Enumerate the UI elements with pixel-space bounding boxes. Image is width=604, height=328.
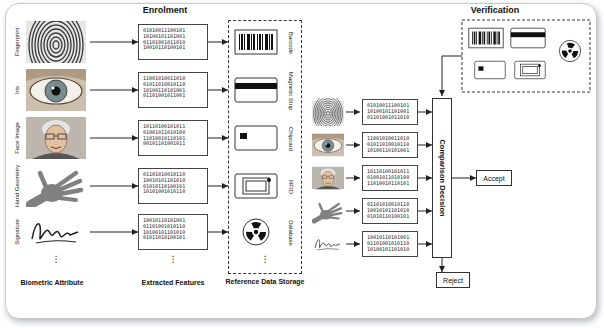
flow-arrow	[418, 178, 432, 179]
flow-arrow	[418, 145, 432, 146]
attribute-label: Iris	[14, 86, 20, 94]
feature-bits: 10010110101001 01101001010110 1010010110…	[363, 232, 417, 255]
feature-bits: 01101010010110 10010101101010 0101011010…	[363, 199, 417, 222]
feature-bits: 01101010010110 10010101101010 0101011010…	[139, 169, 207, 198]
feature-bits: 11001010011010 01011010010110 1010011010…	[139, 73, 207, 102]
decision-label: Comparison Decision	[438, 139, 447, 216]
flow-arrow	[418, 211, 432, 212]
ellipsis: ⋮	[169, 254, 178, 264]
medium-label: Barcode	[288, 32, 294, 54]
feature-box: 10010110101001 01101001010110 1010010110…	[138, 214, 208, 250]
feature-box: 10010110101001 01101001010110 1010010110…	[362, 231, 418, 257]
attribute-label: Signature	[14, 219, 20, 245]
feature-bits: 10010110101001 01101001010110 1010010110…	[139, 215, 207, 244]
flow-arrow	[208, 186, 228, 187]
attribute-label: Fingerprint	[14, 28, 20, 57]
medium-label: Database	[288, 220, 294, 246]
medium-label: RFID	[288, 180, 294, 194]
result-label: Reject	[443, 277, 463, 284]
flow-arrow	[418, 112, 432, 113]
flow-arrow	[208, 232, 228, 233]
storage-medium: Barcode	[233, 22, 299, 64]
feature-box: 11001010011010 01011010010110 1010011010…	[138, 72, 208, 108]
ellipsis: ⋮	[261, 254, 270, 264]
section-heading: Enrolment	[143, 5, 188, 15]
column-heading: Biometric Attribute	[20, 279, 83, 286]
biometric-sample: Iris	[8, 69, 90, 111]
biometric-sample: Hand Geometry	[8, 164, 90, 208]
storage-box: Reference Data StorageBarcodeMagnetic St…	[228, 20, 302, 274]
flow-arrow	[90, 42, 138, 43]
feature-bits: 10110100101011 01001011010100 1101001011…	[139, 121, 207, 150]
storage-medium: Database	[233, 212, 299, 254]
feature-bits: 10110100101011 01001011010100 1101001011…	[363, 166, 417, 189]
flow-arrow	[442, 258, 443, 272]
result-box: Accept	[476, 170, 512, 186]
decision-box: Comparison Decision	[432, 98, 452, 258]
attribute-label: Hand Geometry	[14, 165, 20, 207]
flow-arrow	[418, 244, 432, 245]
storage-medium: Magnetic Strip	[233, 70, 299, 112]
flow-arrow	[208, 138, 228, 139]
storage-heading: Reference Data Storage	[226, 278, 305, 285]
section-heading: Verification	[471, 5, 520, 15]
flow-arrow	[90, 232, 138, 233]
feature-box: 11001010011010 01011010010110 1010011010…	[362, 132, 418, 158]
medium-label: Magnetic Strip	[288, 72, 294, 110]
medium-label: Chipcard	[288, 127, 294, 151]
result-label: Accept	[483, 175, 504, 182]
feature-box: 10110100101011 01001011010100 1101001011…	[138, 120, 208, 156]
feature-bits: 11001010011010 01011010010110 1010011010…	[363, 133, 417, 156]
flow-arrow	[90, 90, 138, 91]
attribute-label: Face Image	[14, 122, 20, 154]
feature-box: 01010011100101 10100101101001 0110100101…	[362, 99, 418, 125]
feature-bits: 01010011100101 10100101101001 0110100101…	[139, 25, 207, 54]
feature-box: 10110100101011 01001011010100 1101001011…	[362, 165, 418, 191]
result-box: Reject	[436, 272, 470, 288]
frame	[5, 3, 597, 319]
flow-arrow	[90, 138, 138, 139]
biometric-sample: Fingerprint	[8, 21, 90, 63]
storage-medium: RFID	[233, 166, 299, 208]
flow-arrow	[208, 90, 228, 91]
column-heading: Extracted Features	[141, 279, 204, 286]
feature-box: 01010011100101 10100101101001 0110100101…	[138, 24, 208, 60]
storage-medium: Chipcard	[233, 118, 299, 160]
feature-box: 01101010010110 10010101101010 0101011010…	[138, 168, 208, 204]
ellipsis: ⋮	[52, 254, 61, 264]
flow-arrow	[208, 42, 228, 43]
biometric-sample: Signature	[8, 211, 90, 253]
biometric-sample: Face Image	[8, 117, 90, 159]
feature-box: 01101010010110 10010101101010 0101011010…	[362, 198, 418, 224]
flow-arrow	[452, 178, 476, 179]
feature-bits: 01010011100101 10100101101001 0110100101…	[363, 100, 417, 123]
flow-arrow	[90, 185, 138, 186]
